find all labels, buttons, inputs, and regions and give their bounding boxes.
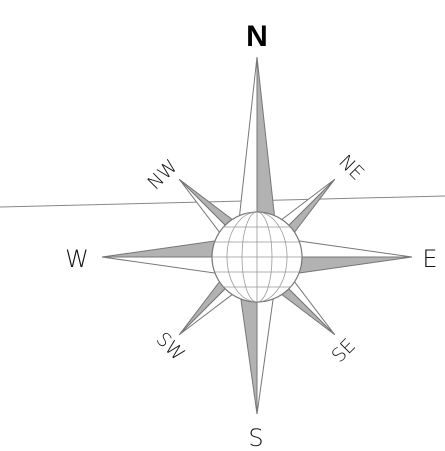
horizon-line [0, 196, 445, 207]
southwest-label: SW [152, 328, 189, 365]
northeast-label: NE [334, 151, 368, 185]
north-label: N [246, 20, 268, 53]
west-label: W [65, 245, 89, 273]
southeast-label: SE [327, 334, 360, 367]
east-label: E [422, 245, 437, 273]
northwest-label: NW [143, 155, 182, 194]
south-label: S [248, 424, 263, 451]
